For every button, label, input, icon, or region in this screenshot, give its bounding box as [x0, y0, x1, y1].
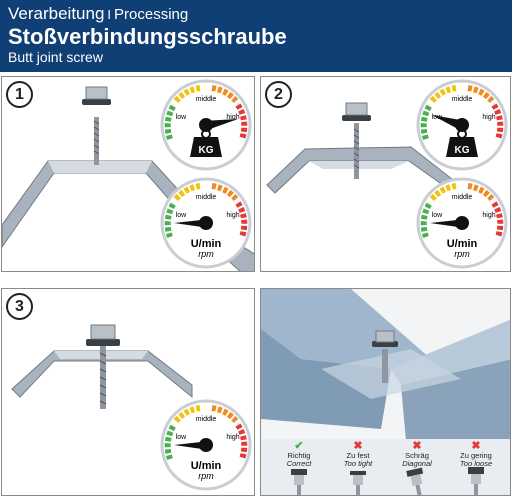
- result-too-loose: ✖ Zu gering Too loose: [447, 441, 505, 468]
- gauge-needle: [174, 441, 210, 449]
- result-correct: ✔ Richtig Correct: [270, 441, 328, 468]
- result-label-de: Richtig: [287, 451, 311, 460]
- screw-thumbnails: [291, 467, 484, 495]
- step-number-badge: 2: [265, 81, 292, 108]
- gauge-label-middle: middle: [196, 96, 217, 103]
- gauge-label-middle: middle: [196, 416, 217, 423]
- result-too-tight: ✖ Zu fest Too tight: [329, 441, 387, 468]
- speed-gauge: middle low high U/min rpm: [160, 177, 252, 269]
- gauge-label-middle: middle: [196, 194, 217, 201]
- speed-unit-en: rpm: [198, 249, 214, 259]
- step-number-badge: 1: [6, 81, 33, 108]
- step-3-panel: 3 middle low high U/min rpm: [1, 288, 255, 496]
- result-label-en: Correct: [286, 459, 312, 468]
- gauge-label-low: low: [176, 434, 187, 441]
- gauge-label-high: high: [226, 212, 239, 219]
- gauge-label-low: low: [176, 114, 187, 121]
- check-icon: ✔: [294, 440, 304, 452]
- result-diagonal: ✖ Schräg Diagonal: [388, 441, 446, 468]
- product-subtitle: Butt joint screw: [8, 49, 103, 65]
- result-label-de: Zu fest: [346, 451, 370, 460]
- weight-icon: [446, 137, 478, 157]
- speed-gauge: middle low high U/min rpm: [160, 399, 252, 491]
- result-label-en: Too loose: [459, 459, 493, 468]
- speed-unit: U/min: [191, 460, 222, 472]
- force-gauge: middle low high KG: [416, 79, 508, 171]
- cross-icon: ✖: [412, 440, 422, 452]
- speed-unit: U/min: [191, 238, 222, 250]
- step-2-illustration: [266, 102, 458, 196]
- cross-icon: ✖: [471, 440, 481, 452]
- speed-unit: U/min: [447, 238, 478, 250]
- step-1-panel: 1 middle low high KG middle low high: [1, 76, 255, 272]
- step-3-illustration: [11, 324, 193, 409]
- result-label-de: Schräg: [405, 451, 429, 460]
- step-2-panel: 2 middle low high KG middle low high U/m…: [260, 76, 511, 272]
- weight-unit: KG: [199, 145, 214, 156]
- gauge-label-high: high: [482, 114, 495, 121]
- gauge-needle: [174, 219, 210, 227]
- speed-gauge: middle low high U/min rpm: [416, 177, 508, 269]
- force-gauge: middle low high KG: [160, 79, 252, 171]
- result-label-en: Diagonal: [402, 459, 432, 468]
- product-name: Stoßverbindungsschraube: [8, 24, 287, 49]
- title-de: Verarbeitung: [8, 4, 105, 23]
- title-en: Processing: [114, 6, 189, 23]
- gauge-label-middle: middle: [452, 96, 473, 103]
- cross-icon: ✖: [353, 440, 363, 452]
- gauge-label-high: high: [226, 114, 239, 121]
- gauge-label-middle: middle: [452, 194, 473, 201]
- result-panel: ✔ Richtig Correct ✖ Zu fest Too tight ✖ …: [260, 288, 511, 496]
- result-label-de: Zu gering: [460, 451, 492, 460]
- gauge-needle: [432, 115, 466, 129]
- result-label-en: Too tight: [343, 459, 373, 468]
- gauge-label-low: low: [432, 212, 443, 219]
- weight-icon: [190, 137, 222, 157]
- weight-unit: KG: [455, 145, 470, 156]
- step-number-badge: 3: [6, 293, 33, 320]
- title-separator: I: [107, 7, 112, 22]
- gauge-needle: [430, 219, 466, 227]
- gauge-label-high: high: [226, 434, 239, 441]
- speed-unit-en: rpm: [454, 249, 470, 259]
- gauge-label-low: low: [176, 212, 187, 219]
- gauge-needle: [202, 119, 238, 129]
- speed-unit-en: rpm: [198, 471, 214, 481]
- gauge-label-high: high: [482, 212, 495, 219]
